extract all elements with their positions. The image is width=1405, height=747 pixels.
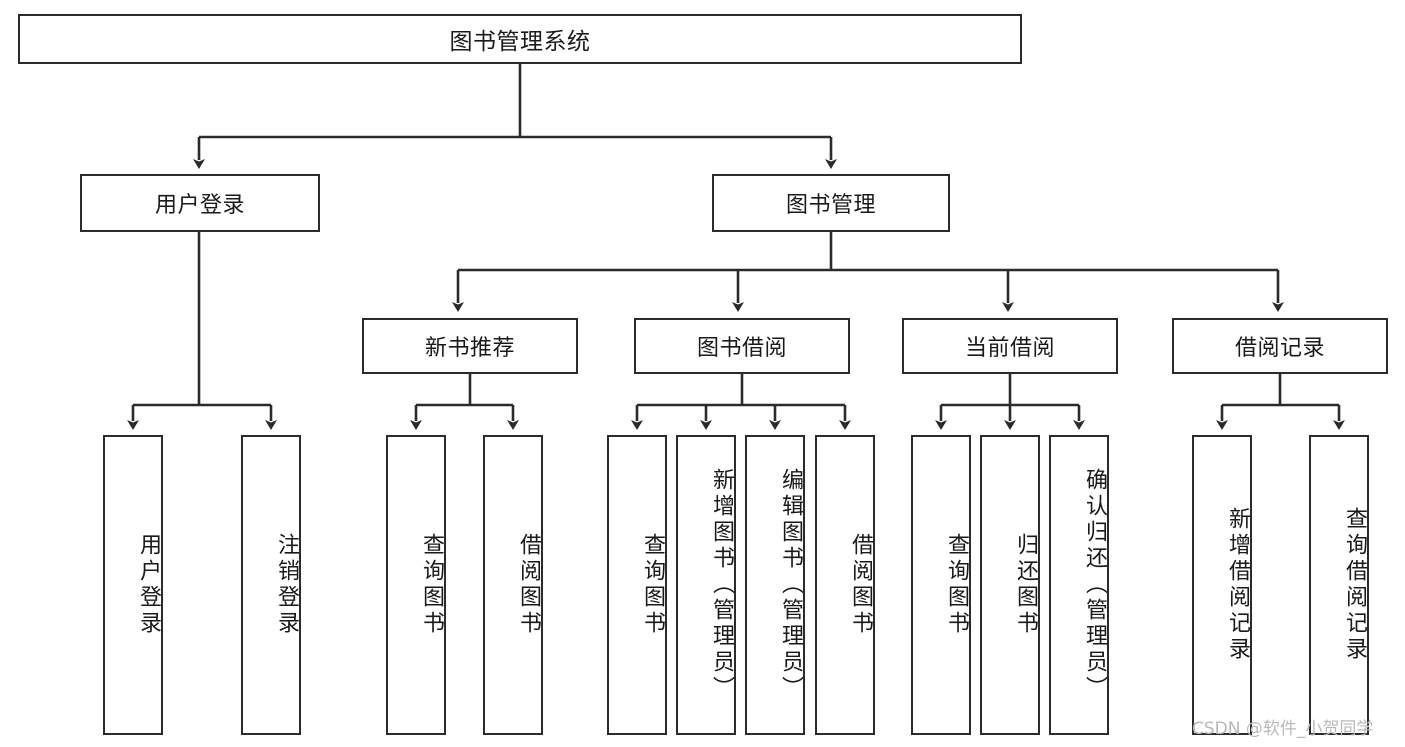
node-label: 新书推荐 <box>424 336 515 361</box>
node-label: 用户登录 <box>136 533 161 637</box>
node-label: 新增图书（管理员） <box>709 468 734 702</box>
leaf-record-add-borrow-record[interactable]: 新增借阅记录 <box>1192 435 1252 735</box>
node-label: 图书借阅 <box>696 336 787 361</box>
node-label: 确认归还（管理员） <box>1082 468 1107 702</box>
leaf-record-query-borrow-record[interactable]: 查询借阅记录 <box>1309 435 1369 735</box>
node-label: 编辑图书（管理员） <box>778 468 803 702</box>
node-book-management[interactable]: 图书管理 <box>712 174 950 232</box>
node-label: 查询图书 <box>944 533 969 637</box>
leaf-borrow-borrow-book[interactable]: 借阅图书 <box>815 435 875 735</box>
leaf-current-return-book[interactable]: 归还图书 <box>980 435 1040 735</box>
node-label: 借阅图书 <box>516 533 541 637</box>
leaf-borrow-add-book-admin[interactable]: 新增图书（管理员） <box>676 435 736 735</box>
leaf-current-query-book[interactable]: 查询图书 <box>911 435 971 735</box>
node-root-book-management-system[interactable]: 图书管理系统 <box>18 14 1022 64</box>
node-label: 用户登录 <box>154 193 245 218</box>
watermark-text: CSDN @软件_小贺同学 <box>1192 719 1374 739</box>
node-book-borrow[interactable]: 图书借阅 <box>634 318 850 374</box>
node-user-login[interactable]: 用户登录 <box>80 174 320 232</box>
node-label: 注销登录 <box>274 533 299 637</box>
leaf-user-login-login[interactable]: 用户登录 <box>103 435 163 735</box>
node-label: 图书管理 <box>785 193 876 218</box>
leaf-borrow-edit-book-admin[interactable]: 编辑图书（管理员） <box>745 435 805 735</box>
node-borrow-record[interactable]: 借阅记录 <box>1172 318 1388 374</box>
node-label: 查询图书 <box>419 533 444 637</box>
node-label: 借阅记录 <box>1234 336 1325 361</box>
node-label: 当前借阅 <box>964 336 1055 361</box>
node-label: 图书管理系统 <box>449 29 591 55</box>
leaf-borrow-query-book[interactable]: 查询图书 <box>607 435 667 735</box>
node-label: 新增借阅记录 <box>1225 507 1250 663</box>
node-new-book-recommend[interactable]: 新书推荐 <box>362 318 578 374</box>
node-label: 查询图书 <box>640 533 665 637</box>
node-label: 归还图书 <box>1013 533 1038 637</box>
leaf-user-login-logout[interactable]: 注销登录 <box>241 435 301 735</box>
leaf-current-confirm-return-admin[interactable]: 确认归还（管理员） <box>1049 435 1109 735</box>
node-current-borrow[interactable]: 当前借阅 <box>902 318 1118 374</box>
node-label: 查询借阅记录 <box>1342 507 1367 663</box>
leaf-recommend-borrow-book[interactable]: 借阅图书 <box>483 435 543 735</box>
leaf-recommend-query-book[interactable]: 查询图书 <box>386 435 446 735</box>
node-label: 借阅图书 <box>848 533 873 637</box>
